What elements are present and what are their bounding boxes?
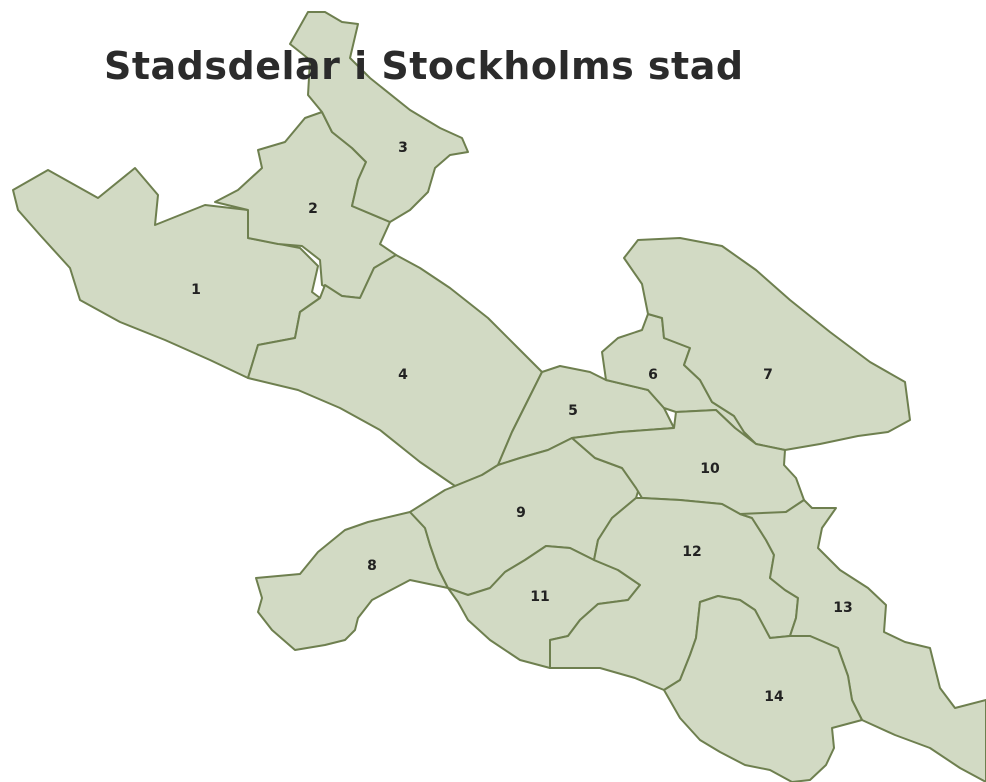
district-4[interactable] (247, 254, 543, 487)
district-label-9: 9 (516, 505, 526, 521)
district-label-5: 5 (568, 403, 578, 419)
district-7[interactable] (623, 237, 911, 451)
district-label-14: 14 (764, 689, 784, 705)
district-label-13: 13 (833, 600, 852, 616)
district-label-12: 12 (682, 544, 701, 560)
map-title: Stadsdelar i Stockholms stad (104, 44, 744, 88)
district-3[interactable] (289, 11, 469, 223)
district-label-8: 8 (367, 558, 377, 574)
district-label-4: 4 (398, 367, 408, 383)
district-label-10: 10 (700, 461, 720, 477)
district-8[interactable] (255, 511, 449, 651)
district-label-2: 2 (308, 201, 318, 217)
district-13[interactable] (739, 499, 986, 782)
district-label-6: 6 (648, 367, 658, 383)
district-label-11: 11 (530, 589, 549, 605)
district-14[interactable] (663, 595, 863, 782)
district-label-3: 3 (398, 140, 408, 156)
district-label-1: 1 (191, 282, 201, 298)
district-label-7: 7 (763, 367, 773, 383)
